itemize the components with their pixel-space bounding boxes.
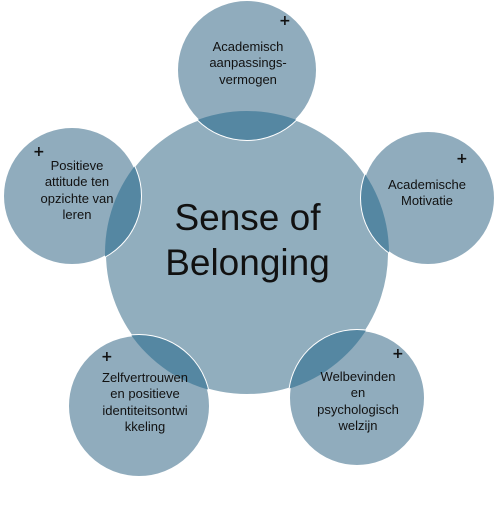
plus-icon-bottom-right: + <box>392 346 404 362</box>
plus-icon-top: + <box>279 13 291 29</box>
center-label-line-1: Sense of <box>174 197 321 238</box>
satellite-label-right-line-2: Motivatie <box>400 193 454 209</box>
satellite-label-right: Academische Motivatie <box>372 177 482 210</box>
satellite-label-left-line-3: opzichte van <box>40 190 114 206</box>
plus-icon-bottom-left: + <box>101 349 113 365</box>
center-label-line-2: Belonging <box>165 242 330 284</box>
satellite-label-bottom-left-line-1: Zelfvertrouwen <box>102 370 188 385</box>
satellite-label-bottom-right: Welbevinden en psychologisch welzijn <box>303 369 413 434</box>
center-label: Sense of Belonging <box>120 195 375 285</box>
overlap-bottom-right <box>289 330 389 395</box>
satellite-label-left-line-2: attitude ten <box>44 174 110 190</box>
satellite-label-bottom-left-line-3: identiteitsontwi <box>102 402 188 418</box>
satellite-label-top: Academisch aanpassings- vermogen <box>188 39 308 88</box>
satellite-label-bottom-left-line-4: kkeling <box>124 418 166 434</box>
satellite-label-bottom-right-line-2: en <box>350 385 366 401</box>
satellite-label-left-line-1: Positieve <box>50 158 104 173</box>
satellite-label-bottom-left: Zelfvertrouwen en positieve identiteitso… <box>85 370 205 435</box>
satellite-label-top-line-3: vermogen <box>219 71 277 87</box>
satellite-label-top-line-1: Academisch <box>212 39 284 54</box>
plus-icon-left: + <box>33 144 45 160</box>
satellite-label-top-line-2: aanpassings- <box>209 55 287 71</box>
satellite-label-bottom-right-line-4: welzijn <box>338 417 378 433</box>
satellite-label-bottom-right-line-3: psychologisch <box>317 401 399 417</box>
satellite-label-left-line-4: leren <box>62 206 92 222</box>
satellite-label-left: Positieve attitude ten opzichte van lere… <box>22 158 132 223</box>
satellite-label-bottom-right-line-1: Welbevinden <box>320 369 396 384</box>
plus-icon-right: + <box>456 151 468 167</box>
satellite-label-right-line-1: Academische <box>387 177 467 192</box>
satellite-label-bottom-left-line-2: en positieve <box>110 386 180 402</box>
overlap-bottom-left <box>105 335 210 395</box>
